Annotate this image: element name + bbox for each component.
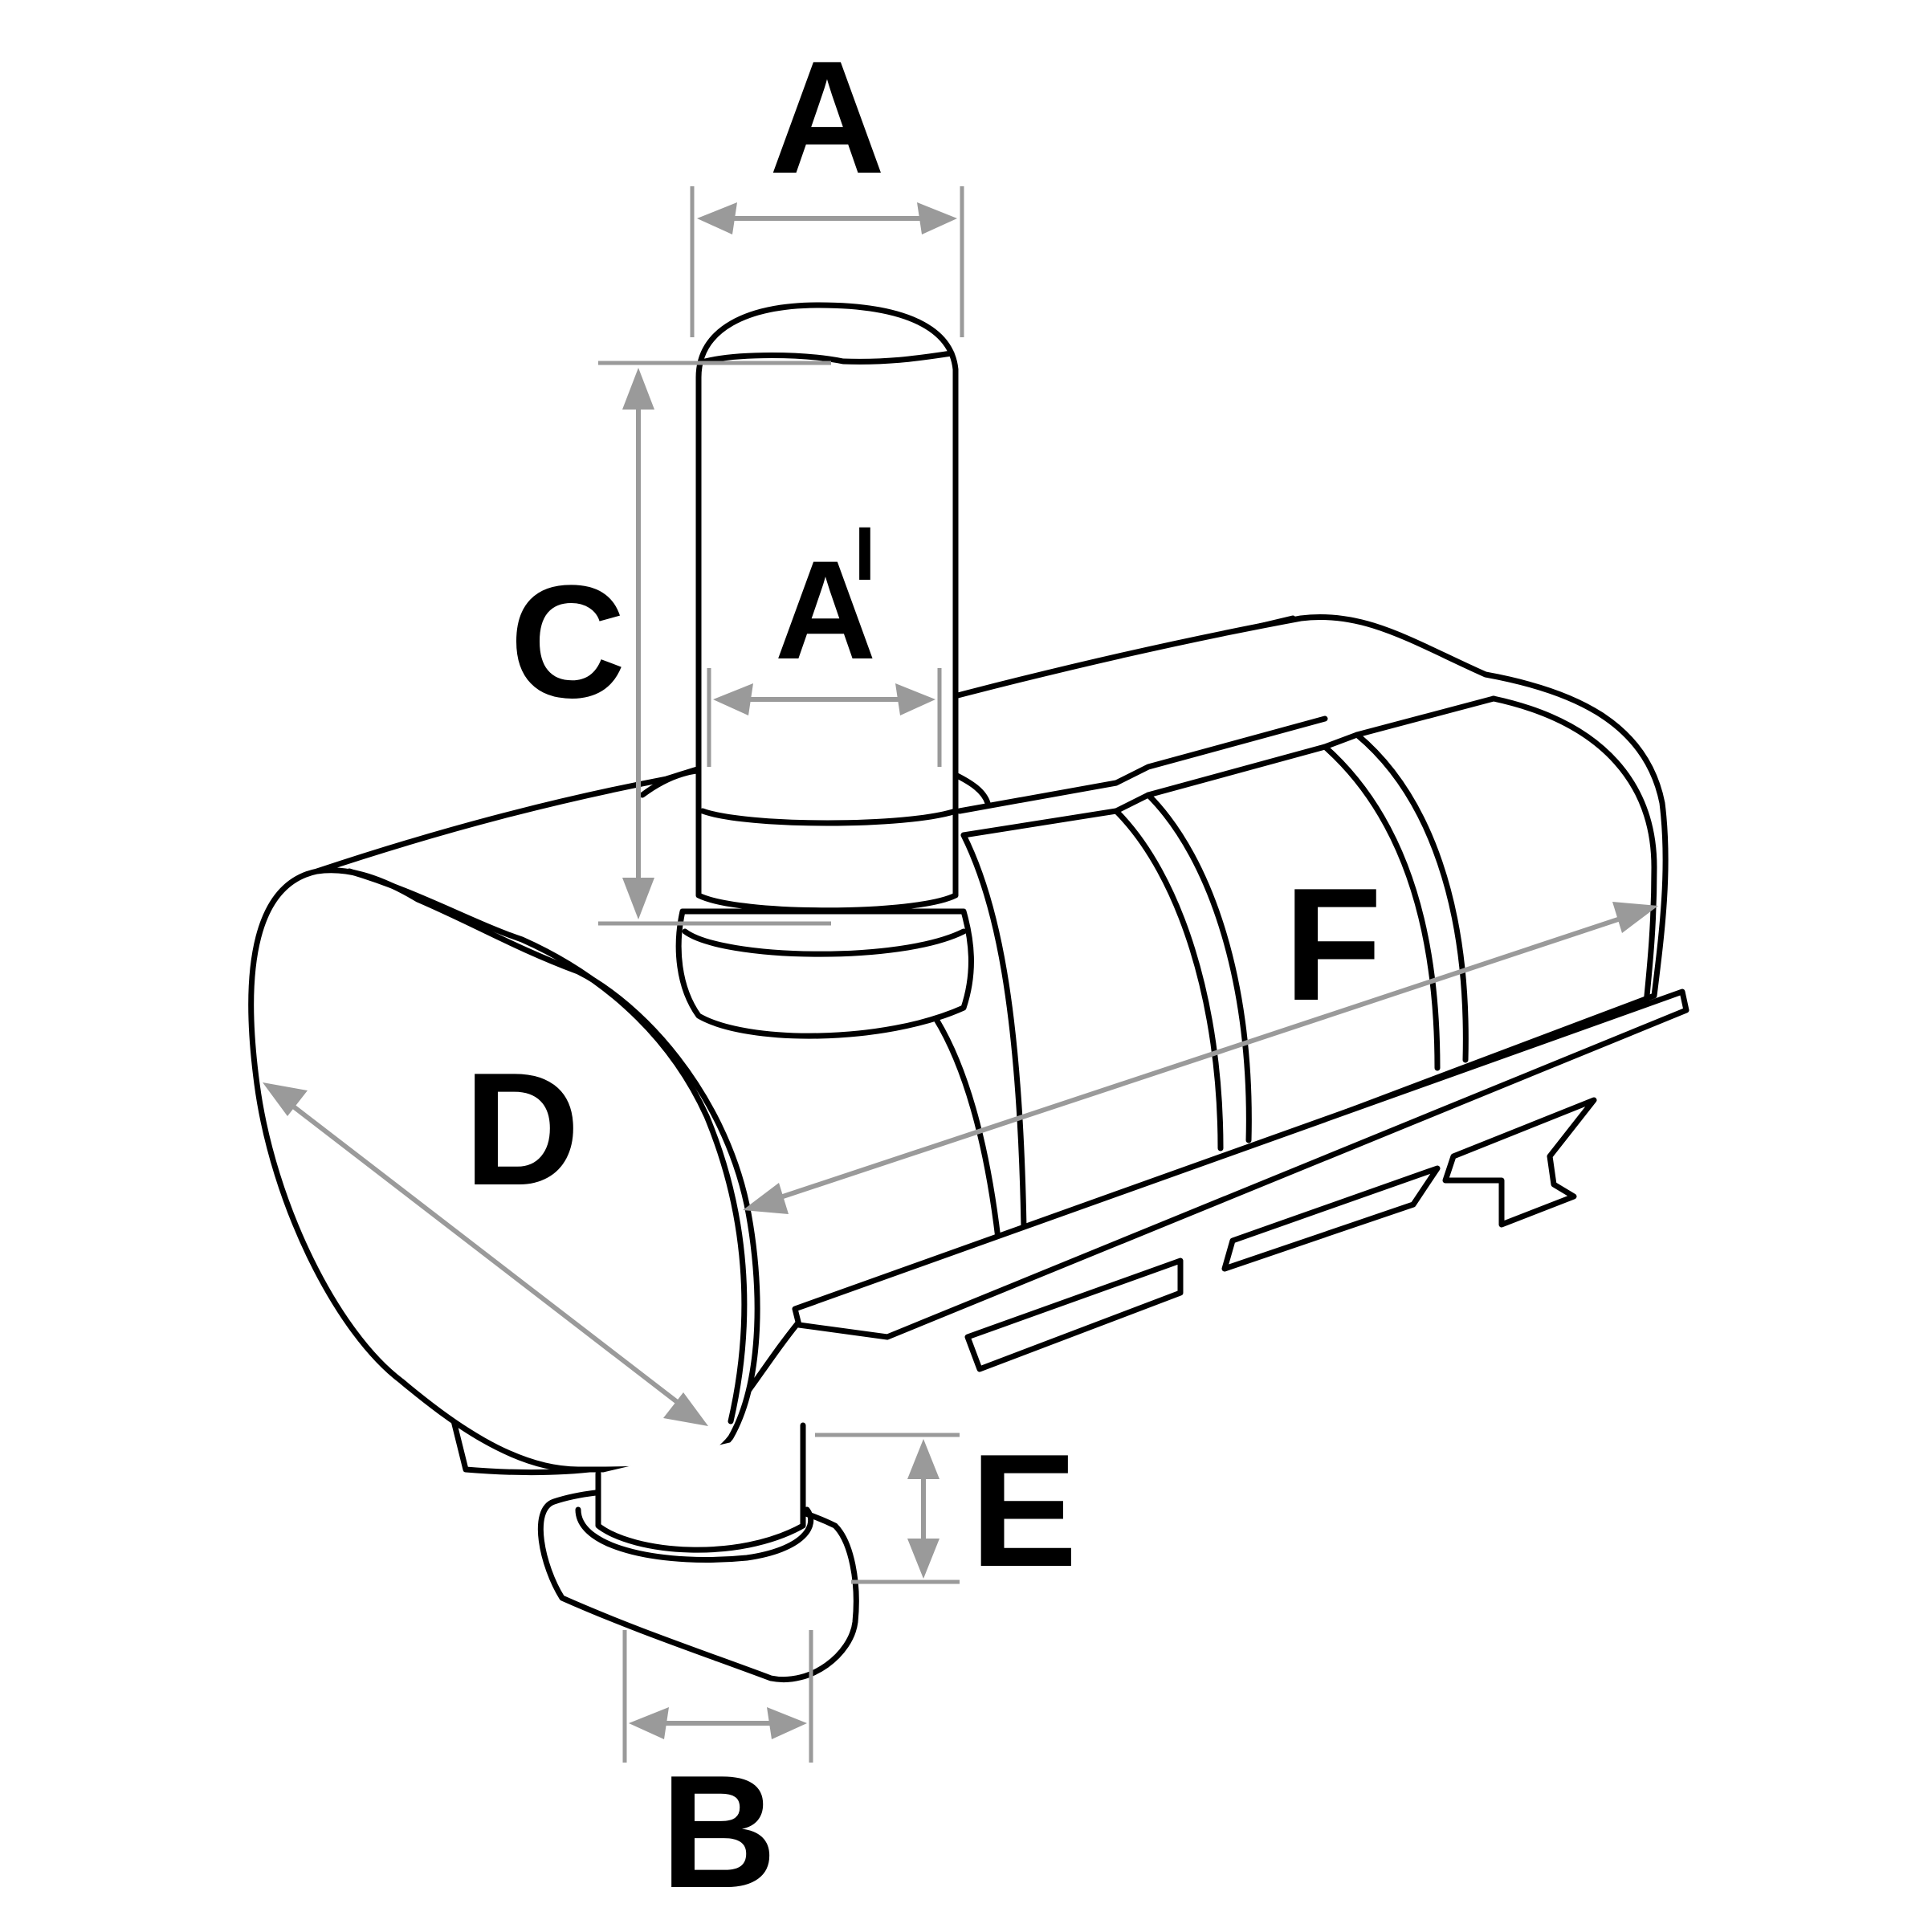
inlet-collar-base [675,908,974,1039]
dimension-A-prime-arrow-right [895,683,935,715]
label-D: D [464,1040,580,1219]
dimension-A-arrow-left [697,202,737,234]
dimension-F-line [768,913,1632,1203]
label-E: E [970,1421,1077,1600]
dimension-A-prime-arrow-left [713,683,753,715]
mounting-rail [792,988,1689,1340]
outlet-pipe [595,1422,806,1553]
muffler-drawing [248,302,1689,1682]
strap-3 [1322,744,1441,1071]
inlet-pipe [695,302,959,914]
label-A-prime-mark: I [854,512,875,597]
rear-foot [1442,1097,1597,1228]
inlet-collar-line [682,928,967,957]
inlet-pipe-band [699,808,959,826]
dimension-F-arrow-right [1612,902,1658,933]
label-F: F [1284,855,1382,1034]
strap-2b [1145,792,1252,1143]
lower-bracket-1 [964,1257,1184,1372]
label-B: B [661,1742,776,1922]
inlet-pipe-seat-ring [639,768,991,806]
dimension-E-arrow-top [907,1439,940,1479]
dimension-D-line [283,1098,689,1412]
rear-end-curve [1490,695,1657,1007]
dimension-A-arrow-right [917,202,957,234]
label-A-prime: A [775,532,876,689]
outlet-flange-inner [575,1506,814,1563]
label-C: C [510,552,626,732]
dimension-labels: A A I C D F E B [464,28,1382,1922]
strap-1 [928,1009,1003,1256]
lower-bracket-2 [1221,1165,1441,1272]
dimension-F-arrow-left [743,1183,789,1214]
inlet-pipe-top-ellipse [702,350,955,365]
strap-3b [1354,732,1469,1063]
dimension-lines [263,186,1658,1763]
strap-2 [1113,808,1224,1151]
dimension-B-arrow-left [629,1707,669,1739]
dimension-D-arrow-top [263,1082,308,1116]
dimension-D-arrow-bottom [663,1392,708,1426]
strap-top-band-inner [956,715,1328,814]
dimension-B-arrow-right [767,1707,807,1739]
strap-top-band [960,695,1497,838]
dimension-E-arrow-bottom [907,1539,940,1579]
dimension-C-arrow-bottom [622,878,654,919]
label-A: A [769,28,885,207]
strap-1b [960,832,1027,1232]
front-end-cap-rim [346,868,748,1425]
dimension-C-arrow-top [622,368,654,410]
